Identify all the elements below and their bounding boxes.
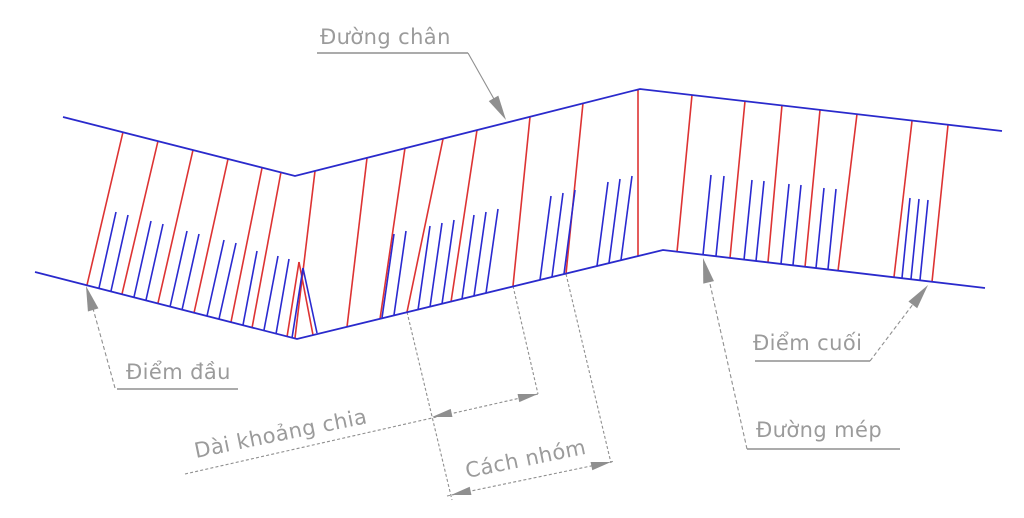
long-tick [837, 113, 858, 272]
long-tick [450, 129, 478, 303]
short-tick [441, 219, 455, 305]
cach-nhom-dimension [446, 460, 616, 497]
short-tick [110, 214, 129, 292]
long-tick [230, 167, 263, 323]
duong-mep-leader [705, 265, 748, 450]
short-tick [743, 179, 753, 261]
label-dai-khoang-chia: Dài khoảng chia [192, 404, 369, 463]
short-tick [715, 175, 725, 257]
long-tick [157, 149, 194, 304]
long-tick [193, 158, 229, 314]
extension-line [406, 311, 453, 501]
long-tick [931, 124, 949, 283]
dai-khoang-chia-dimension-arrow [517, 393, 538, 403]
long-tick [565, 102, 584, 275]
short-tick [381, 233, 395, 319]
short-tick [181, 233, 200, 311]
short-tick [539, 195, 552, 281]
short-tick [417, 225, 431, 311]
diem-dau-leader-arrowhead [86, 286, 99, 312]
long-tick [86, 131, 124, 286]
extension-line [565, 273, 612, 464]
long-tick [804, 109, 821, 268]
label-duong-chan: Đường chân [320, 25, 451, 49]
duong-mep-edge-line [34, 249, 986, 340]
long-tick [729, 100, 746, 259]
short-tick [910, 198, 920, 280]
short-tick [563, 189, 576, 275]
short-tick [473, 211, 487, 297]
short-tick [429, 222, 443, 308]
long-tick [379, 147, 406, 320]
boundary-lines-layer [34, 88, 1003, 340]
diem-cuoi-leader-arrowhead [908, 285, 928, 309]
short-tick [551, 192, 564, 278]
long-tick [676, 94, 693, 253]
long-tick [767, 104, 783, 263]
short-tick [393, 230, 407, 316]
short-tick [485, 208, 499, 294]
label-diem-dau: Điểm đầu [126, 360, 231, 384]
label-duong-mep: Đường mép [756, 418, 882, 442]
short-ticks-layer [98, 174, 929, 339]
extension-line [512, 285, 539, 395]
duong-chan-leader-arrowhead [488, 95, 506, 120]
short-tick [461, 214, 475, 300]
short-tick [596, 181, 609, 267]
short-tick [702, 174, 712, 256]
long-tick [512, 116, 531, 287]
construction-lines-layer [86, 52, 928, 501]
label-diem-cuoi: Điểm cuối [753, 331, 862, 355]
short-tick [815, 187, 825, 269]
dai-khoang-chia-dimension-arrow [432, 408, 453, 418]
short-tick [133, 220, 152, 298]
long-tick [346, 157, 368, 328]
short-tick [206, 239, 225, 317]
short-tick [780, 183, 790, 265]
label-cach-nhom: Cách nhóm [463, 435, 588, 483]
short-tick [302, 267, 318, 334]
short-tick [827, 188, 837, 270]
long-tick [298, 261, 314, 336]
dai-khoang-chia-dimension [184, 393, 539, 475]
short-tick [145, 223, 164, 301]
cach-nhom-dimension-arrow [590, 461, 611, 471]
long-tick [893, 120, 913, 278]
long-tick [286, 261, 300, 338]
long-tick [294, 170, 316, 339]
short-tick [275, 258, 290, 335]
short-tick [169, 230, 188, 308]
long-tick [121, 140, 159, 295]
short-tick [98, 211, 117, 289]
duong-mep-leader-arrowhead [703, 258, 714, 284]
short-tick [291, 267, 304, 339]
short-tick [919, 199, 929, 281]
long-ticks-layer [86, 90, 949, 339]
short-tick [755, 180, 765, 262]
short-tick [608, 178, 621, 264]
short-tick [901, 197, 911, 279]
short-tick [242, 250, 258, 326]
long-tick [251, 171, 282, 329]
duong-chan-foot-line [62, 88, 1003, 177]
short-tick [792, 184, 802, 266]
short-tick [218, 242, 237, 320]
cach-nhom-dimension-arrow [451, 486, 472, 496]
long-tick [406, 138, 444, 313]
short-tick [263, 255, 279, 331]
short-tick [620, 175, 633, 261]
